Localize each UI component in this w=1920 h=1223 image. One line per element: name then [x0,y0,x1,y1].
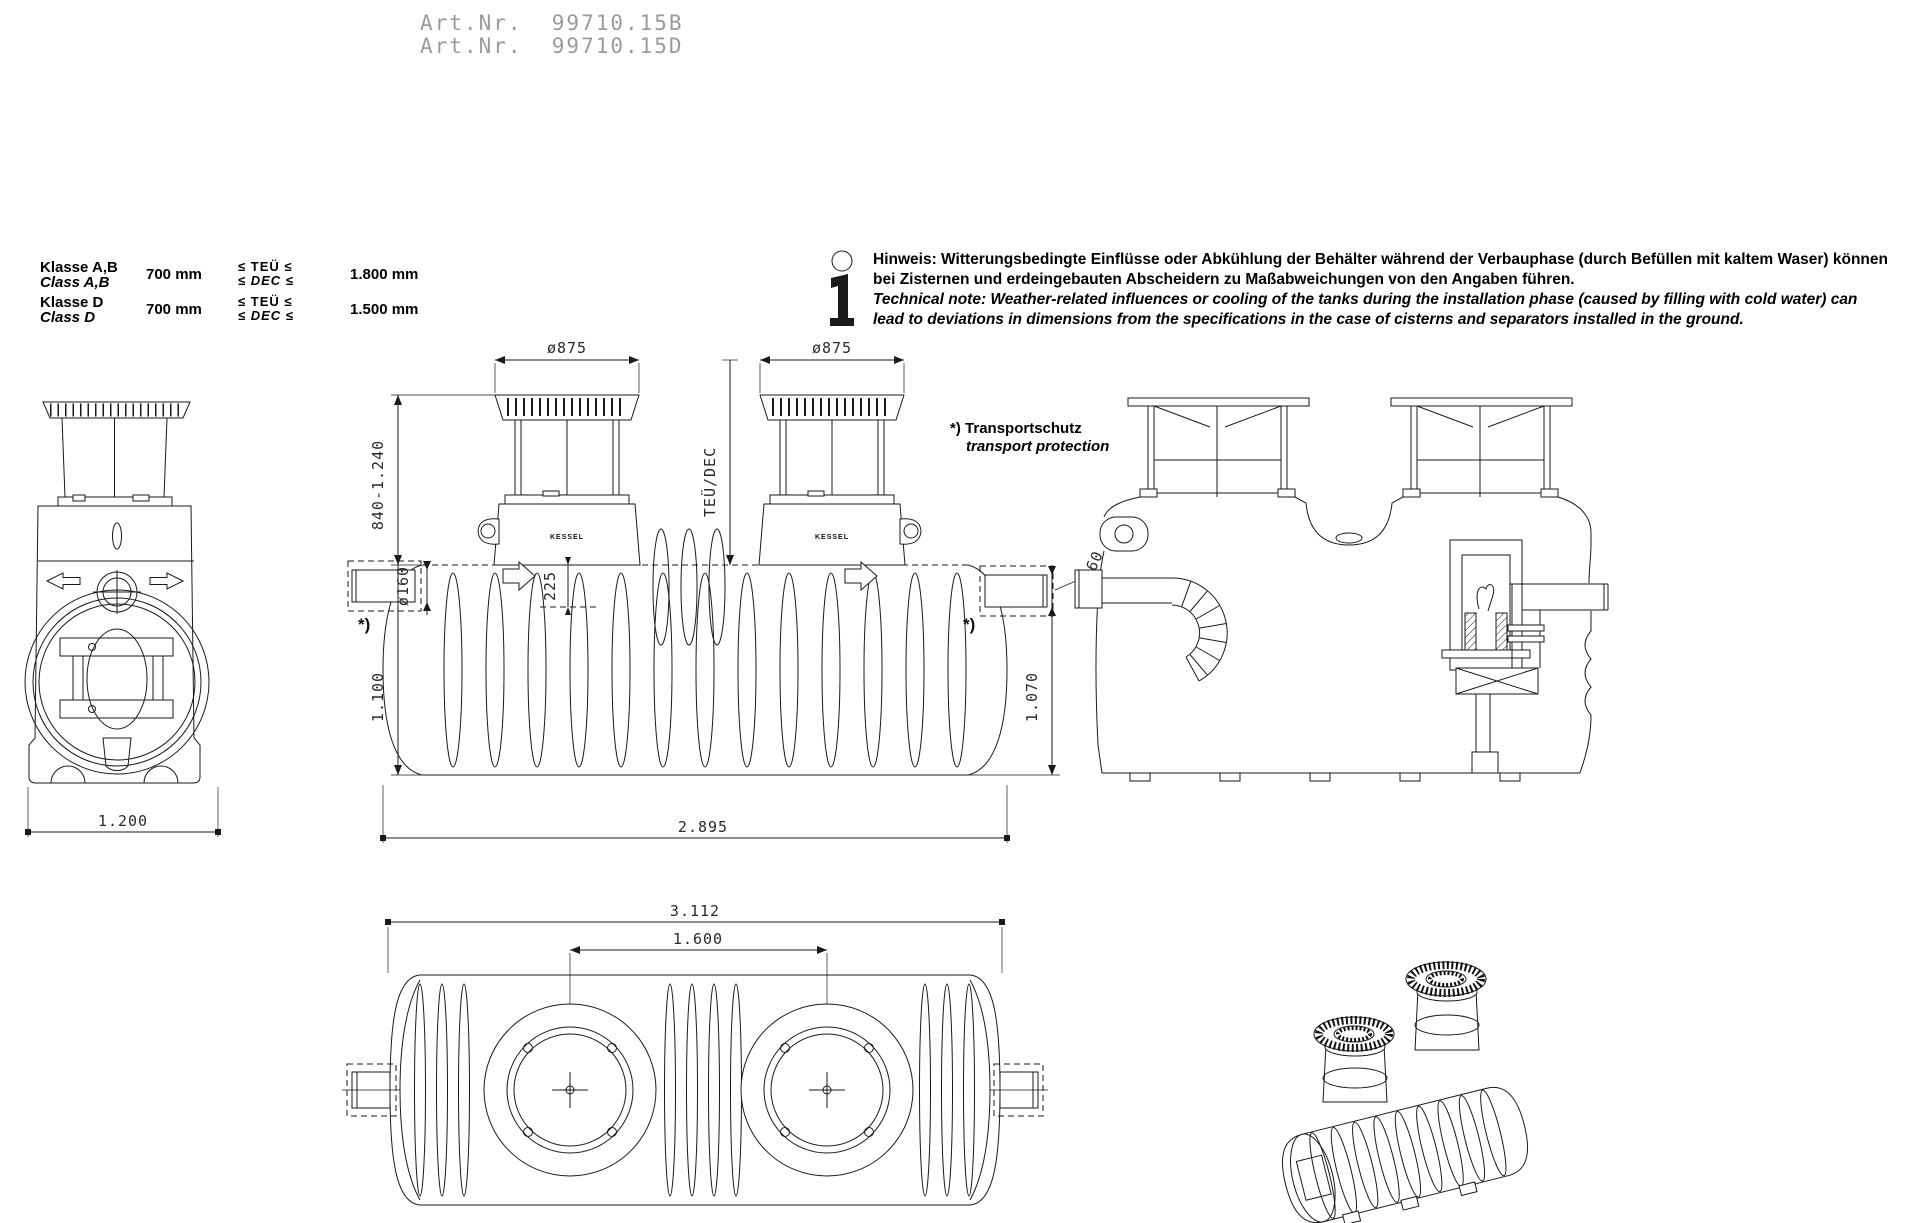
front-body [24,505,210,784]
side-dome-1 [494,395,640,565]
note-german: Hinweis: Witterungsbedingte Einflüsse od… [873,251,1888,288]
info-i-icon [830,250,854,326]
class-de: Klasse D [40,294,104,311]
section-filter-assembly [1441,539,1539,774]
svg-text:225: 225 [541,571,559,601]
drawing-iso-view [1281,961,1529,1223]
section-dome-1 [1127,397,1310,498]
outlet-pipe [844,560,1054,617]
dim-body-length: 2.895 [380,785,1010,843]
svg-text:2.895: 2.895 [678,818,728,836]
article-number-1: Art.Nr. 99710.15B [420,11,684,35]
svg-text:840-1.240: 840-1.240 [369,440,387,530]
note-english: Technical note: Weather-related influenc… [873,291,1858,328]
sym-bottom: ≤ DEC ≤ [238,308,294,323]
dim-dome-diameter-1: ø875 [494,339,640,393]
front-width-dimension: 1.200 [25,787,221,837]
svg-text:1.070: 1.070 [1023,672,1041,722]
drawing-side-view: KESSEL [347,339,1107,843]
max-depth: 1.500 mm [350,301,419,318]
svg-text:1.600: 1.600 [673,930,723,948]
dim-label-front-width: 1.200 [98,812,148,830]
side-tank-body [382,528,1008,776]
class-de: Klasse A,B [40,259,118,276]
section-inlet-elbow [1074,569,1228,682]
iso-body [1281,1086,1529,1223]
min-depth: 700 mm [146,266,202,283]
svg-text:1.100: 1.100 [369,672,387,722]
front-dome [42,401,191,507]
technical-note: Hinweis: Witterungsbedingte Einflüsse od… [873,250,1888,330]
dim-neck-depth: 225 [540,557,600,615]
iso-dome-2 [1405,961,1487,1051]
dim-inlet-invert: 1.100 [369,565,425,776]
dim-outlet-invert: 1.070 [968,615,1060,776]
top-inlet-stub [342,1063,400,1117]
dim-ground-ref: TEÜ/DEC [700,359,738,565]
svg-text:TEÜ/DEC: TEÜ/DEC [700,447,719,517]
section-tank-shell [1095,496,1592,782]
sym-top: ≤ TEÜ ≤ [238,294,293,309]
drawing-front-view: 1.200 [24,401,221,837]
transport-protection-note: *) Transportschutz transport protection [950,420,1109,456]
dim-overall-length: 3.112 [385,902,1005,973]
drawing-section-view [1074,397,1609,782]
sym-top: ≤ TEÜ ≤ [238,259,293,274]
article-number-2: Art.Nr. 99710.15D [420,34,684,58]
sym-bottom: ≤ DEC ≤ [238,273,294,288]
dim-inlet-diameter: ø160 [394,561,431,615]
dim-dome-diameter-2: ø875 [759,339,905,393]
side-dome-2 [759,395,905,565]
class-en: Class D [40,309,96,326]
svg-text:ø160: ø160 [394,566,412,606]
mounting-lugs [477,518,922,545]
inlet-pipe [347,560,536,612]
class-en: Class A,B [40,274,110,291]
svg-text:3.112: 3.112 [670,902,720,920]
min-depth: 700 mm [146,301,202,318]
top-dome-1 [483,1003,657,1177]
top-outlet-stub [990,1063,1048,1117]
svg-text:ø875: ø875 [547,339,587,357]
article-numbers: Art.Nr. 99710.15B Art.Nr. 99710.15D [420,12,684,58]
iso-dome-1 [1313,1016,1395,1103]
footnote-star-right: *) [963,615,975,634]
dim-cover-range: 840-1.240 [369,394,495,566]
footnote-star-left: *) [358,615,370,634]
transport-note-de: Transportschutz [965,420,1082,437]
max-depth: 1.800 mm [350,266,419,283]
footnote-marker: *) [950,420,961,437]
svg-text:ø875: ø875 [812,339,852,357]
top-dome-2 [740,1003,914,1177]
section-outlet [1507,583,1609,668]
transport-note-en: transport protection [966,438,1110,455]
drawing-top-view: 3.112 1.600 [342,902,1048,1206]
section-dome-2 [1390,397,1573,498]
